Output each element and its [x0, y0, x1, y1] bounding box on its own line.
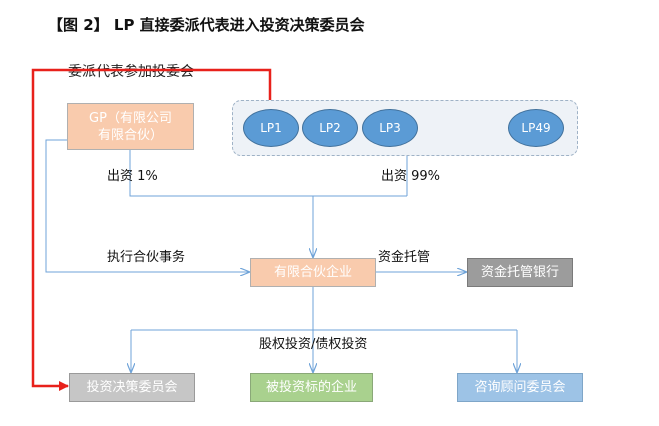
investment-label: 股权投资/债权投资	[259, 337, 368, 352]
lp-node: LP1	[243, 109, 299, 147]
gp-contribution-label: 出资 1%	[107, 169, 158, 184]
execute-affairs-label: 执行合伙事务	[107, 250, 186, 265]
gp-box-line2: 有限合伙）	[97, 127, 163, 143]
lp-node: LP49	[508, 109, 564, 147]
lp-node: LP2	[302, 109, 358, 147]
execute-affairs-arrow	[45, 139, 249, 272]
delegate-red-arrow	[31, 68, 272, 391]
partnership-box: 有限合伙企业	[250, 258, 376, 287]
investee-company-box: 被投资标的企业	[250, 373, 373, 402]
custody-bank-box: 资金托管银行	[467, 258, 573, 287]
lp-contribution-label: 出资 99%	[381, 169, 441, 184]
investment-committee-box: 投资决策委员会	[69, 373, 195, 402]
advisory-committee-box: 咨询顾问委员会	[457, 373, 583, 402]
lp-node: LP3	[362, 109, 418, 147]
delegate-label: 委派代表参加投委会	[68, 64, 194, 80]
gp-box: GP（有限公司 有限合伙）	[67, 103, 194, 150]
custody-label: 资金托管	[378, 250, 431, 265]
figure-title: 【图 2】 LP 直接委派代表进入投资决策委员会	[48, 16, 365, 34]
gp-box-line1: GP（有限公司	[89, 110, 172, 126]
gp-contribution-line	[129, 150, 407, 197]
